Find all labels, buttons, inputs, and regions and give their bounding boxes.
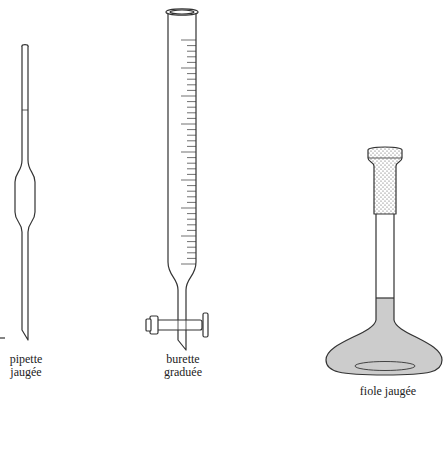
graduation-tick [187,62,196,63]
graduation-tick [187,185,196,186]
apparatus-label: fiole jaugée [338,385,438,398]
graduation-tick [181,180,196,181]
graduation-tick [187,247,196,248]
graduation-tick [187,174,196,175]
graduation-tick [187,51,196,52]
graduation-tick [187,252,196,253]
graduation-tick [187,213,196,214]
graduation-tick [187,157,196,158]
graduation-tick [181,68,196,69]
graduation-tick [187,219,196,220]
graduation-tick [187,73,196,74]
graduation-tick [187,140,196,141]
graduation-tick [181,236,196,237]
graduation-tick [187,202,196,203]
graduation-tick [187,79,196,80]
graduation-tick [181,124,196,125]
graduation-tick [181,40,196,41]
graduation-tick [187,241,196,242]
burette-drawing [146,9,208,350]
graduation-tick [181,208,196,209]
graduation-tick [187,224,196,225]
graduation-tick [187,146,196,147]
graduation-tick [187,107,196,108]
graduation-tick [187,129,196,130]
graduation-tick [181,264,196,265]
graduation-tick [187,163,196,164]
graduation-tick [187,191,196,192]
graduation-tick [187,258,196,259]
graduation-tick [187,101,196,102]
pipette-drawing [0,45,35,340]
graduation-tick [187,135,196,136]
graduation-tick [187,196,196,197]
graduation-tick [187,56,196,57]
apparatus-label: burette graduée [151,353,215,379]
graduation-tick [181,152,196,153]
volumetric-flask-drawing [326,147,442,375]
graduation-tick [187,84,196,85]
graduation-tick [187,112,196,113]
graduation-tick [187,168,196,169]
apparatus-label: pipette jaugée [2,353,50,379]
graduation-tick [187,118,196,119]
graduation-tick [187,45,196,46]
graduation-tick [187,90,196,91]
graduation-tick [181,96,196,97]
graduation-tick [187,230,196,231]
